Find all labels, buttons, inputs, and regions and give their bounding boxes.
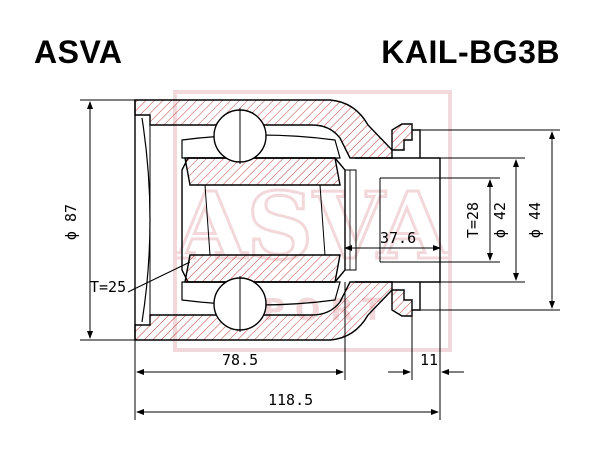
svg-text:ϕ 87: ϕ 87 [62,204,80,240]
dim-outer-diameter: ϕ 87 [62,99,135,341]
svg-text:T=25: T=25 [90,278,126,296]
part-number: KAIL-BG3B [381,34,560,70]
dim-spline-inner: T=28 [440,177,500,263]
svg-text:T=28: T=28 [464,202,482,238]
brand-title: ASVA [34,34,123,70]
housing-section [134,99,441,341]
dim-stub-length: 11 [388,282,464,420]
svg-text:78.5: 78.5 [222,351,258,369]
dim-spline-outer: T=25 [90,261,191,296]
dim-total-length: 118.5 [136,391,439,415]
dim-shaft-diameter: ϕ 42 [440,157,525,283]
dim-inner-length: 37.6 [344,229,441,251]
svg-text:11: 11 [420,351,438,369]
svg-text:ϕ 44: ϕ 44 [526,202,544,238]
svg-text:ϕ 42: ϕ 42 [491,202,509,238]
svg-text:118.5: 118.5 [268,391,313,409]
dim-flange-diameter: ϕ 44 [420,129,560,311]
svg-text:37.6: 37.6 [380,229,416,247]
dim-housing-length: 78.5 [134,282,346,420]
